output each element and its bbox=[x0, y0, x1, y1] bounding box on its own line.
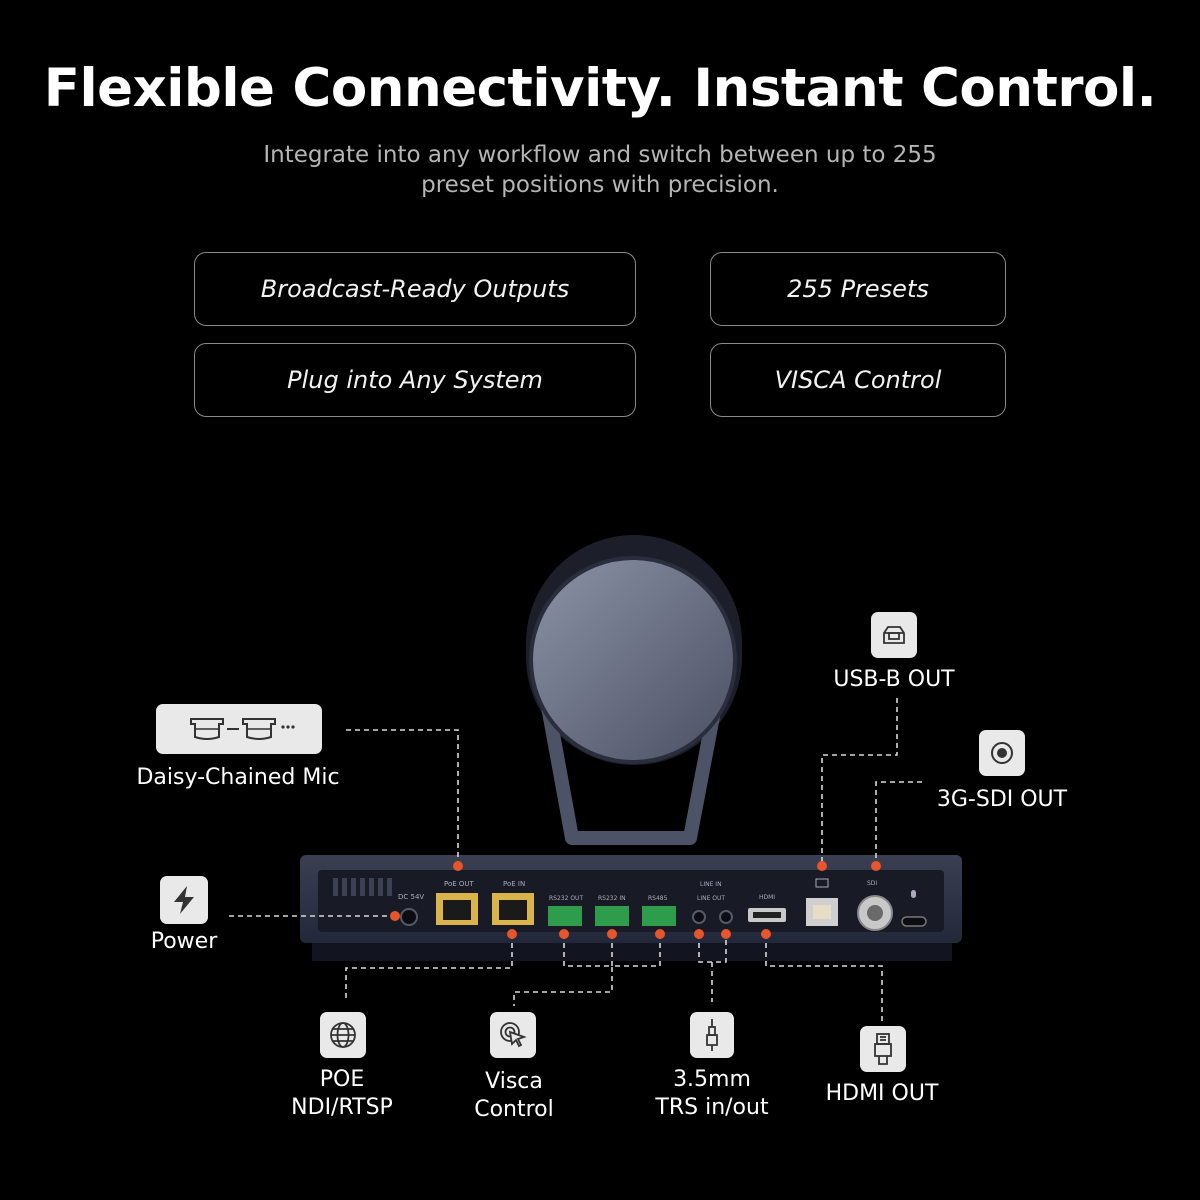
audio-jack-icon bbox=[690, 1012, 734, 1058]
poe-in-label: PoE IN bbox=[503, 880, 525, 888]
dc-label: DC 54V bbox=[398, 893, 424, 901]
dc-jack bbox=[400, 908, 418, 926]
leader-lines bbox=[229, 698, 922, 1022]
camera-head bbox=[526, 535, 742, 845]
touch-pointer-icon bbox=[490, 1012, 536, 1058]
usb-b-icon bbox=[871, 612, 917, 658]
connection-dots bbox=[390, 861, 881, 939]
trs-label: 3.5mm bbox=[673, 1067, 751, 1092]
rs485-label: RS485 bbox=[648, 895, 668, 902]
poe-protocols-label: NDI/RTSP bbox=[291, 1095, 393, 1120]
base-unit: DC 54V PoE OUT PoE IN RS232 OUT RS232 IN… bbox=[300, 855, 962, 961]
poe-out-label: PoE OUT bbox=[444, 880, 475, 888]
page-title: Flexible Connectivity. Instant Control. bbox=[43, 58, 1157, 119]
trs-in-out-label: TRS in/out bbox=[655, 1095, 769, 1120]
daisy-chain-mic-icon bbox=[156, 704, 322, 754]
hdmi-label: HDMI bbox=[759, 894, 775, 901]
line-out-label: LINE OUT bbox=[697, 895, 725, 902]
sdi-out-label: 3G-SDI OUT bbox=[936, 787, 1068, 812]
rs232-out-label: RS232 OUT bbox=[549, 895, 583, 902]
rs232-out-terminal bbox=[548, 906, 582, 926]
visca-label: Visca bbox=[485, 1069, 543, 1094]
hdmi-out-label: HDMI OUT bbox=[825, 1081, 939, 1106]
power-label: Power bbox=[150, 929, 218, 954]
line-out-jack bbox=[719, 910, 733, 924]
rs232-in-label: RS232 IN bbox=[598, 895, 626, 902]
globe-icon bbox=[320, 1012, 366, 1058]
power-bolt-icon bbox=[160, 876, 208, 924]
hdmi-plug-icon bbox=[860, 1026, 906, 1072]
page-subtitle: Integrate into any workflow and switch b… bbox=[263, 142, 937, 198]
feature-broadcast-ready: Broadcast-Ready Outputs bbox=[194, 252, 636, 326]
rs232-in-terminal bbox=[595, 906, 629, 926]
vent-grille bbox=[333, 878, 392, 896]
feature-presets: 255 Presets bbox=[710, 252, 1006, 326]
line-in-label: LINE IN bbox=[700, 881, 722, 888]
sdi-connector-icon bbox=[979, 730, 1025, 776]
feature-plug-any-system: Plug into Any System bbox=[194, 343, 636, 417]
visca-control-label: Control bbox=[474, 1097, 554, 1122]
rs485-terminal bbox=[642, 906, 676, 926]
daisy-chained-mic-label: Daisy-Chained Mic bbox=[136, 765, 340, 790]
line-in-jack bbox=[692, 910, 706, 924]
poe-label: POE bbox=[319, 1067, 365, 1092]
sdi-label: SDI bbox=[867, 880, 877, 887]
feature-visca-control: VISCA Control bbox=[710, 343, 1006, 417]
usb-c-port bbox=[901, 916, 927, 927]
usb-b-out-label: USB-B OUT bbox=[833, 667, 955, 692]
